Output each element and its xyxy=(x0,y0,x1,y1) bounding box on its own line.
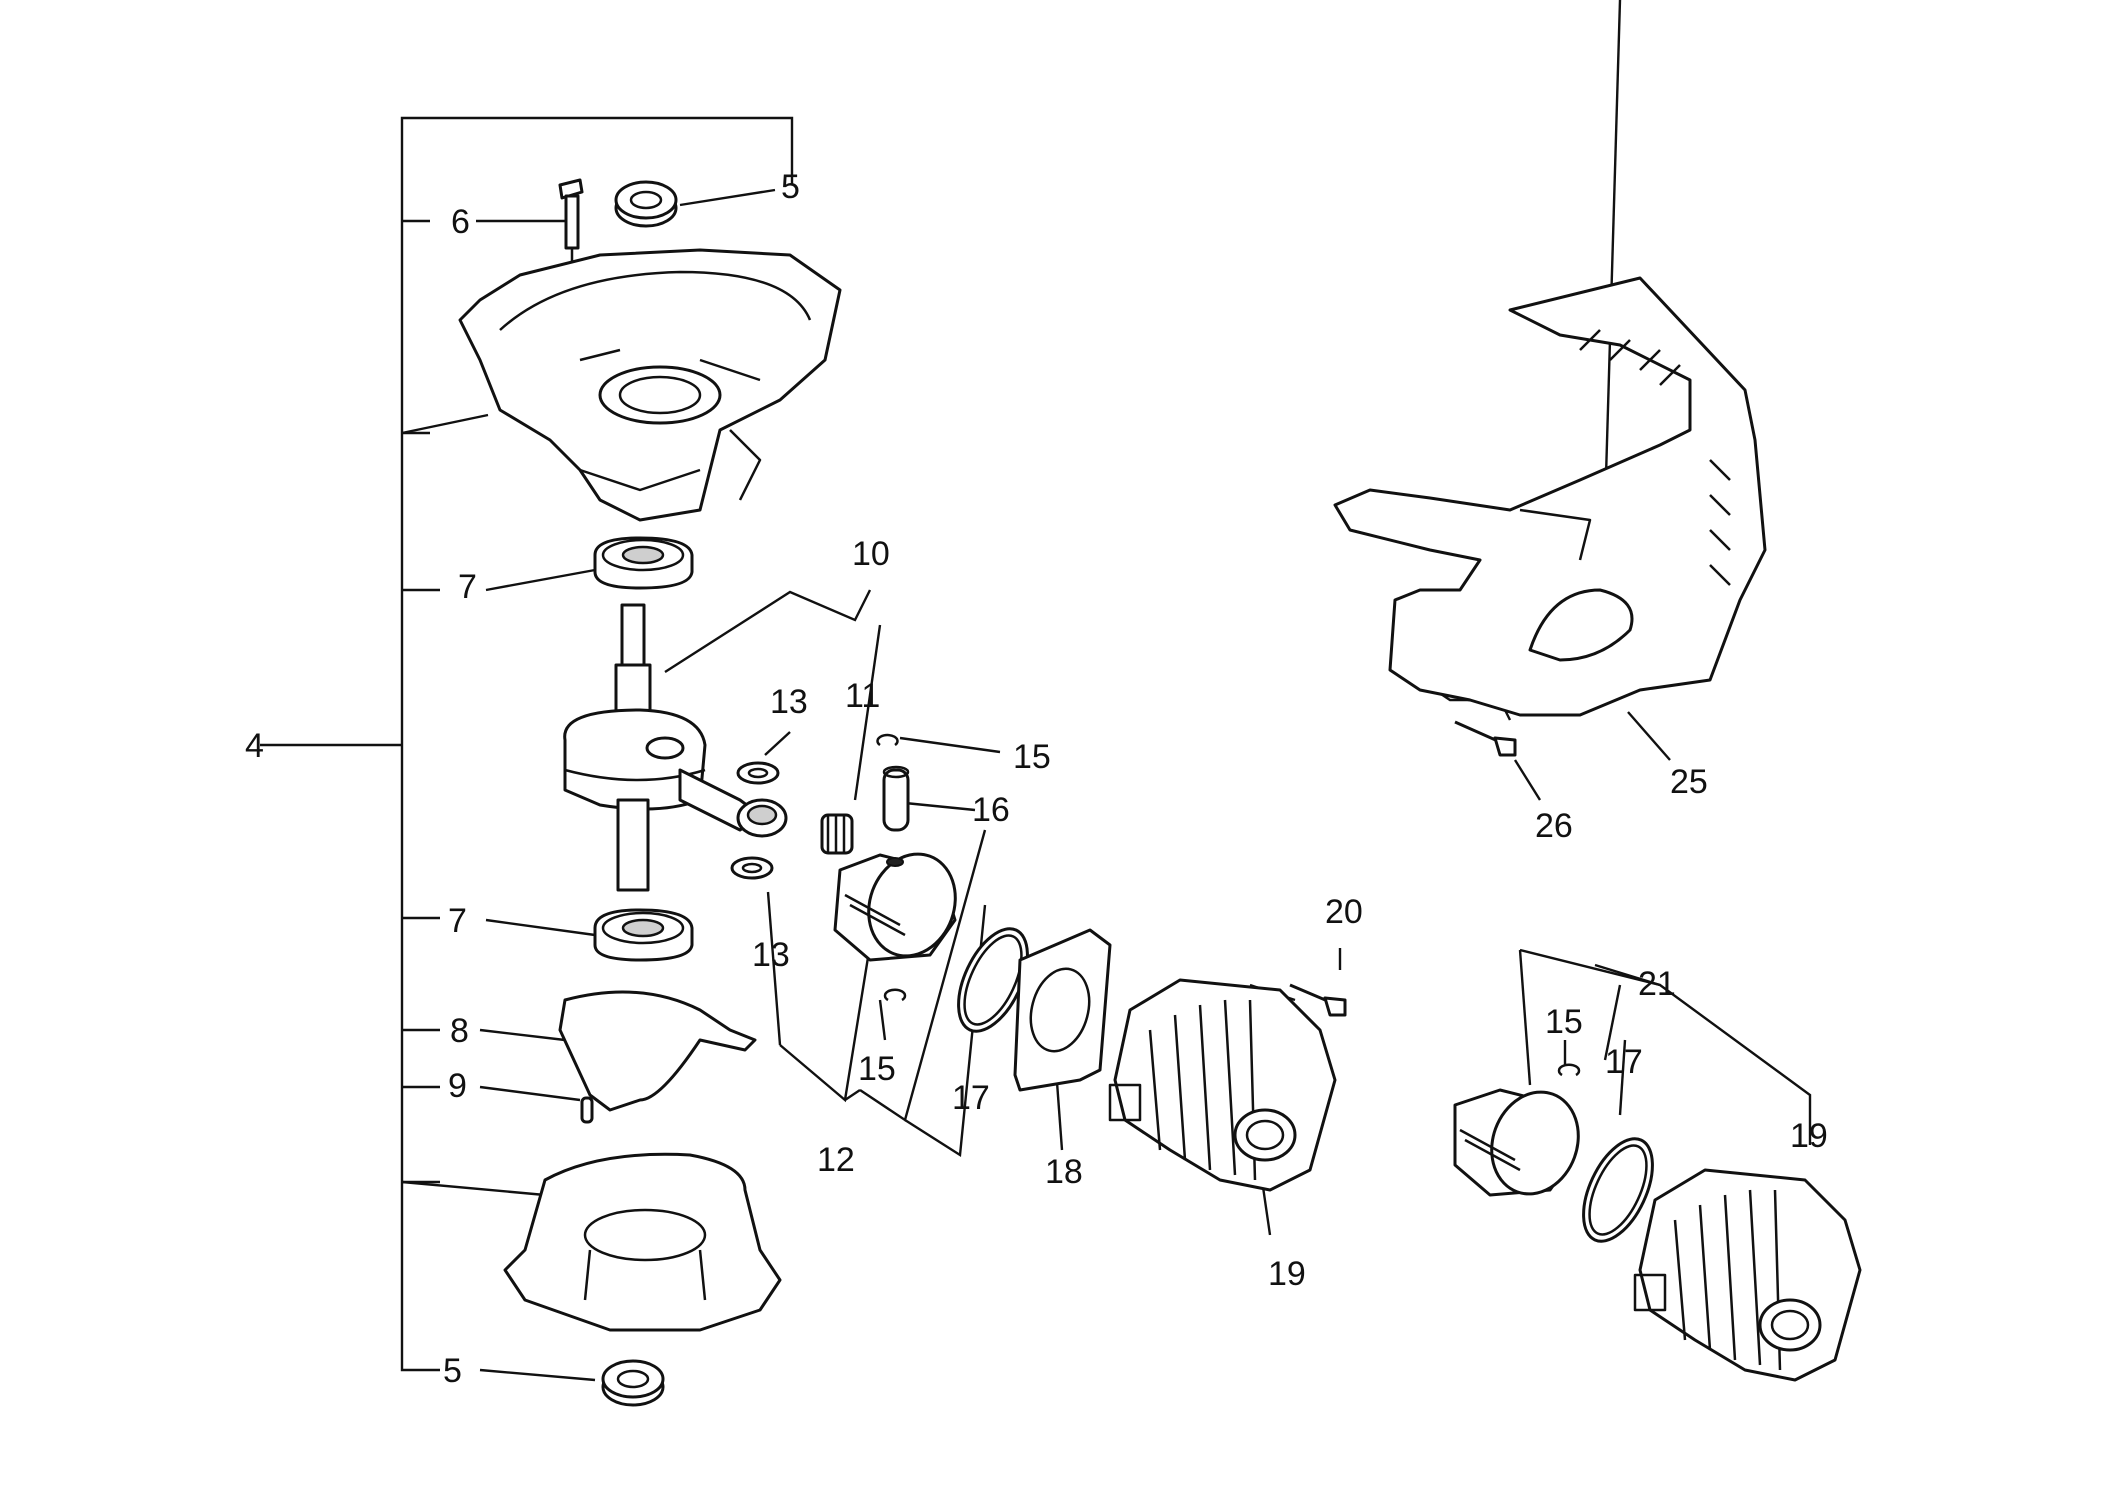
label-7-lower: 7 xyxy=(448,902,467,940)
assembly-4-bracket xyxy=(260,116,794,1372)
label-6: 6 xyxy=(451,203,470,241)
circlips xyxy=(876,733,1581,1077)
label-16: 16 xyxy=(972,791,1010,829)
label-17-b: 17 xyxy=(1605,1043,1643,1081)
label-10: 10 xyxy=(852,535,890,573)
crankcase-gasket xyxy=(558,990,757,1112)
part-labels: 4 5 6 7 7 8 9 5 10 11 13 13 15 16 15 17 … xyxy=(245,168,1828,1390)
thrust-washers xyxy=(730,761,780,880)
label-7-upper: 7 xyxy=(458,568,477,606)
label-9: 9 xyxy=(448,1067,467,1105)
label-19-a: 19 xyxy=(1268,1255,1306,1293)
piston-ring xyxy=(957,927,1029,1033)
label-13-upper: 13 xyxy=(770,683,808,721)
label-5-bottom: 5 xyxy=(443,1352,462,1390)
bearing-lower xyxy=(593,908,694,962)
needle-bearing xyxy=(820,813,854,855)
label-8: 8 xyxy=(450,1012,469,1050)
label-25: 25 xyxy=(1670,763,1708,801)
label-19-b: 19 xyxy=(1790,1117,1828,1155)
label-4: 4 xyxy=(245,727,264,765)
dowel-pin xyxy=(580,1096,594,1124)
label-15-a: 15 xyxy=(1013,738,1051,776)
piston-pin xyxy=(882,765,910,832)
bolt-20 xyxy=(1289,983,1347,1017)
piston xyxy=(833,852,957,962)
piston-kit-ring xyxy=(1582,1137,1654,1243)
label-18: 18 xyxy=(1045,1153,1083,1191)
cylinder-cover xyxy=(1333,276,1767,717)
leader-lines xyxy=(401,0,1812,1382)
cylinder xyxy=(1108,978,1337,1192)
label-20: 20 xyxy=(1325,893,1363,931)
label-13-lower: 13 xyxy=(752,936,790,974)
label-21: 21 xyxy=(1638,965,1676,1003)
label-15-c: 15 xyxy=(1545,1003,1583,1041)
crankcase-lower xyxy=(503,1152,782,1332)
cylinder-gasket xyxy=(1013,928,1112,1092)
oil-seal-top xyxy=(614,180,678,228)
label-15-b: 15 xyxy=(858,1050,896,1088)
oil-seal-bottom xyxy=(601,1359,665,1407)
piston-kit-cylinder xyxy=(1633,1168,1862,1382)
piston-kit-piston xyxy=(1453,1088,1580,1197)
label-26: 26 xyxy=(1535,807,1573,845)
crankcase-upper xyxy=(458,248,842,522)
bearing-upper xyxy=(593,536,694,590)
label-11: 11 xyxy=(845,677,880,715)
label-12: 12 xyxy=(817,1141,855,1179)
label-5-top: 5 xyxy=(781,168,800,206)
bolt-26 xyxy=(1454,720,1517,757)
label-17-a: 17 xyxy=(952,1079,990,1117)
crankshaft xyxy=(563,603,788,892)
